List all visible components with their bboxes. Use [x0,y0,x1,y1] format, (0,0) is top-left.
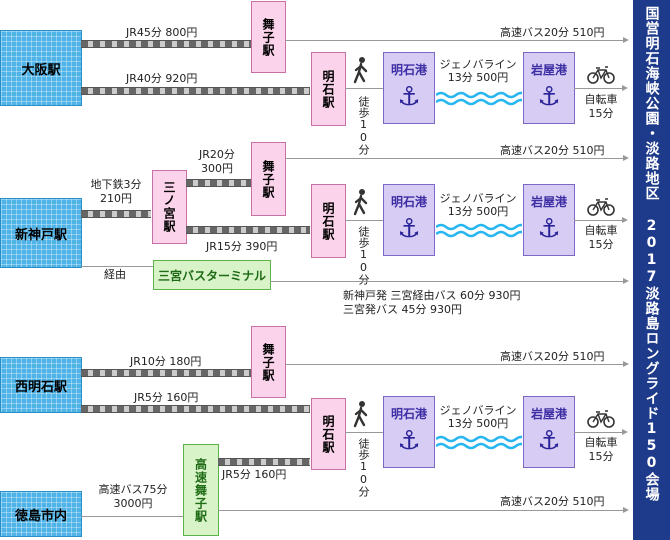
station-maiko-3[interactable]: 舞子駅 [251,326,286,398]
port-akashi-2[interactable]: 明石港 ⚓ [383,184,435,256]
venue-banner: 国営明石海峡公園・淡路地区 2017淡路島ロングライド150会場 [633,0,670,540]
bicycle-icon [587,66,615,84]
route-line-bus-4 [218,507,629,513]
station-osaka[interactable]: 大阪駅 [0,30,82,106]
station-shinkobe[interactable]: 新神戸駅 [0,198,82,268]
bike-line-1 [574,85,628,91]
port-label: 明石港 [390,407,427,421]
port-iwaya-1[interactable]: 岩屋港 ⚓ [523,52,575,124]
route-line-via [81,266,153,267]
walk-line-2 [345,220,383,221]
station-akashi-2[interactable]: 明石駅 [311,184,346,258]
station-akashi-1[interactable]: 明石駅 [311,52,346,126]
anchor-icon: ⚓ [537,214,561,244]
port-akashi-3[interactable]: 明石港 ⚓ [383,396,435,468]
bicycle-icon [587,410,615,428]
bus-note-2: 三宮発バス 45分 930円 [343,303,462,316]
anchor-icon: ⚓ [537,82,561,112]
rail-kosoku-akashi [218,458,310,466]
rail-nishiakashi-akashi [81,405,310,413]
rail-shinkobe-sannomiya [81,210,151,218]
route-express-bus-4: 高速バス20分 510円 [500,495,605,508]
route-line-tokushima [81,516,183,517]
rail-osaka-akashi [81,87,310,95]
route-osaka-maiko: JR45分 800円 [126,26,198,39]
bus-note-1: 新神戸発 三宮経由バス 60分 930円 [343,289,521,302]
anchor-icon: ⚓ [537,426,561,456]
bicycle-icon [587,198,615,216]
port-label: 明石港 [390,195,427,209]
walk-line-1 [345,88,383,89]
port-label: 岩屋港 [530,407,567,421]
walking-person-icon [353,189,368,216]
station-kosoku-maiko[interactable]: 高速舞子駅 [183,444,219,536]
anchor-icon: ⚓ [397,82,421,112]
rail-osaka-maiko [81,40,251,48]
station-akashi-3[interactable]: 明石駅 [311,398,346,470]
route-line-sannomiya-bus [270,278,629,284]
bike-line-3 [574,429,628,435]
route-line-bus-1 [285,37,629,43]
route-osaka-akashi: JR40分 920円 [126,72,198,85]
anchor-icon: ⚓ [397,214,421,244]
port-iwaya-2[interactable]: 岩屋港 ⚓ [523,184,575,256]
route-nishiakashi-maiko: JR10分 180円 [130,355,202,368]
wave-icon [436,435,522,450]
port-akashi-1[interactable]: 明石港 ⚓ [383,52,435,124]
rail-sannomiya-maiko [186,179,251,187]
rail-nishiakashi-maiko [81,369,251,377]
rail-sannomiya-akashi [186,226,310,234]
port-label: 明石港 [390,63,427,77]
station-nishiakashi[interactable]: 西明石駅 [0,357,82,413]
walk-line-3 [345,432,383,433]
anchor-icon: ⚓ [397,426,421,456]
route-nishiakashi-akashi: JR5分 160円 [134,391,199,404]
walk-label-1: 徒歩10分 [357,96,370,155]
station-tokushima[interactable]: 徳島市内 [0,491,82,537]
route-line-bus-3 [285,361,629,367]
bike-line-2 [574,217,628,223]
route-sannomiya-akashi: JR15分 390円 [206,240,278,253]
walk-label-2: 徒歩10分 [357,226,370,285]
route-express-bus-2: 高速バス20分 510円 [500,144,605,157]
route-express-bus-3: 高速バス20分 510円 [500,350,605,363]
walk-label-3: 徒歩10分 [357,438,370,497]
wave-icon [436,91,522,106]
station-sannomiya[interactable]: 三ノ宮駅 [152,170,187,244]
station-maiko-2[interactable]: 舞子駅 [251,142,286,216]
port-label: 岩屋港 [530,63,567,77]
wave-icon [436,223,522,238]
walking-person-icon [353,401,368,428]
route-express-bus-1: 高速バス20分 510円 [500,26,605,39]
route-kosoku-akashi: JR5分 160円 [222,468,287,481]
port-iwaya-3[interactable]: 岩屋港 ⚓ [523,396,575,468]
route-via: 経由 [104,268,126,281]
walking-person-icon [353,57,368,84]
port-label: 岩屋港 [530,195,567,209]
route-line-bus-2 [285,155,629,161]
sannomiya-bus-terminal[interactable]: 三宮バスターミナル [153,260,271,290]
station-maiko-1[interactable]: 舞子駅 [251,1,286,73]
